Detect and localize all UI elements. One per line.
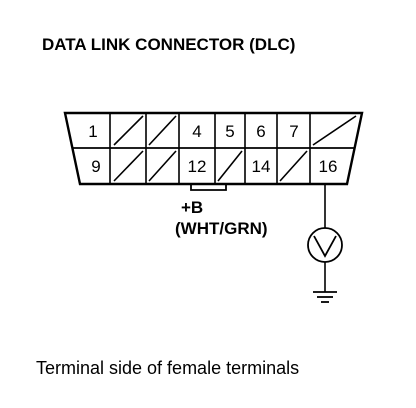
pin-16-label: 16 (319, 157, 338, 176)
pin-1-label: 1 (88, 122, 97, 141)
wire-label-power: +B (181, 198, 203, 217)
empty-cavity-2 (113, 115, 144, 146)
empty-cavity-11 (148, 150, 177, 182)
pin-9-label: 9 (91, 157, 100, 176)
pin-7-label: 7 (289, 122, 298, 141)
empty-cavity-3 (148, 115, 177, 146)
ground-icon (313, 291, 337, 303)
empty-cavity-marks (113, 115, 357, 182)
diagram-caption: Terminal side of female terminals (36, 358, 299, 378)
pin-4-label: 4 (192, 122, 201, 141)
empty-cavity-10 (113, 150, 144, 182)
pin-5-label: 5 (225, 122, 234, 141)
voltmeter-icon (307, 227, 343, 263)
empty-cavity-13 (217, 150, 243, 182)
wire-label-color: (WHT/GRN) (175, 219, 268, 238)
empty-cavity-8 (312, 115, 357, 146)
pin-6-label: 6 (256, 122, 265, 141)
empty-cavity-15 (279, 150, 308, 182)
pin-14-label: 14 (252, 157, 271, 176)
connector-lock-tab (190, 184, 227, 191)
diagram-title: DATA LINK CONNECTOR (DLC) (42, 35, 295, 54)
pin-12-label: 12 (188, 157, 207, 176)
cavity-dividers (109, 113, 311, 184)
connector-outline (63, 111, 364, 186)
